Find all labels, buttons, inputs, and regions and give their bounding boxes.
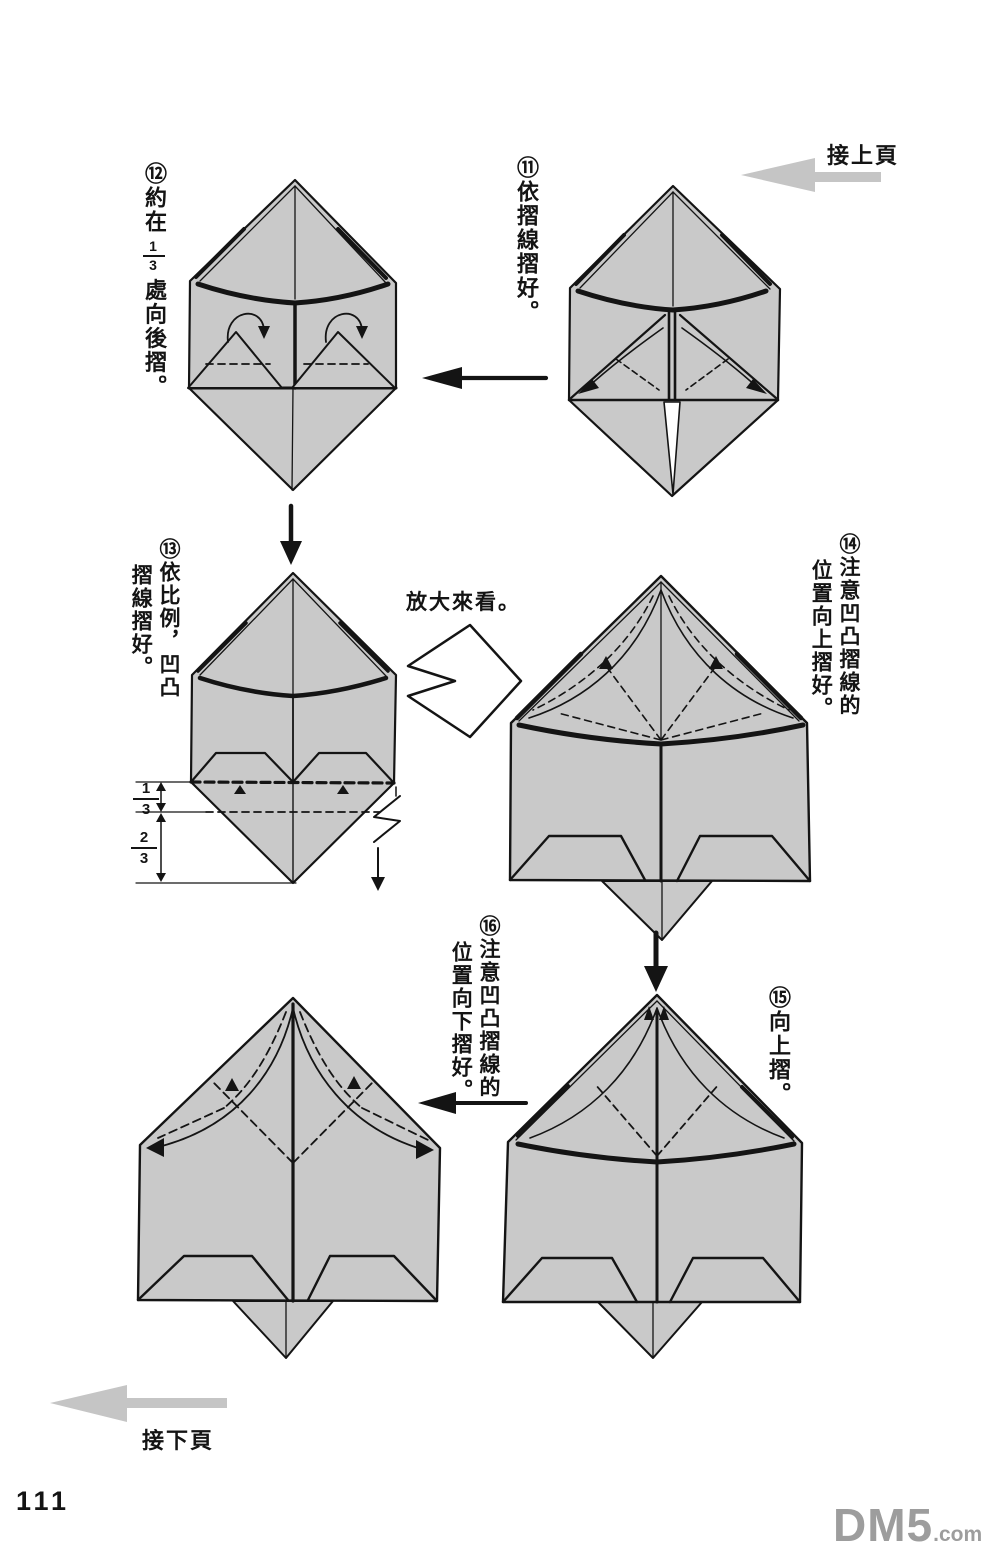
step-13-col1: ⑬依比例，凹凸: [157, 538, 180, 699]
prev-page-label: 接上頁: [827, 143, 900, 168]
arrow-left-bottom-icon: [418, 1092, 528, 1114]
step-13-label: ⑬依比例，凹凸 摺線摺好。: [120, 538, 182, 699]
arrow-down-mid-icon: [644, 930, 668, 992]
step-14-col1: ⑭注意凹凸摺線的: [837, 533, 860, 717]
next-page-label: 接下頁: [142, 1428, 215, 1453]
origami-diagram-step-16: [136, 996, 442, 1359]
dm5-watermark: DM5.com: [833, 1502, 982, 1548]
prev-page-arrow-icon: [741, 158, 881, 192]
step-16-col2: 位置向下摺好。: [449, 941, 473, 1102]
origami-diagram-step-12: [187, 178, 398, 492]
step-12-number: ⑫: [142, 162, 168, 186]
origami-diagram-step-14: [508, 574, 812, 941]
step-11-text: 依摺線摺好。: [514, 180, 540, 324]
step-12-text-pre: 約在: [142, 186, 168, 234]
origami-diagram-step-13: [135, 571, 401, 891]
step-16-col1: ⑯注意凹凸摺線的: [477, 915, 500, 1099]
page-number: 111: [16, 1486, 71, 1516]
step-13-col2: 摺線摺好。: [129, 564, 153, 679]
fold-over-arrow-right: [325, 312, 363, 343]
fold-arrow-curve-right: [681, 327, 758, 388]
step-15-label: ⑮向上摺。: [764, 986, 793, 1106]
arrow-left-top-icon: [422, 367, 549, 389]
step-16-label: ⑯注意凹凸摺線的 位置向下摺好。: [438, 915, 502, 1102]
fold-arrow-curve-left: [587, 327, 664, 388]
unfold-arrow-left: [161, 1007, 294, 1147]
origami-diagram-step-15: [501, 993, 804, 1359]
watermark-suffix: .com: [933, 1523, 983, 1546]
next-page-arrow-icon: [50, 1385, 227, 1422]
zoom-arrow-icon: [406, 623, 523, 739]
origami-diagram-step-11: [567, 184, 782, 498]
step-12-text-post: 處向後摺。: [142, 278, 168, 399]
arrow-down-top-icon: [280, 503, 302, 565]
watermark-main: DM5: [833, 1499, 934, 1551]
fold-over-arrow-left: [227, 312, 265, 343]
step-14-label: ⑭注意凹凸摺線的 位置向上摺好。: [798, 533, 862, 720]
step-15-text: ⑮向上摺。: [766, 986, 792, 1106]
zoom-note: 放大來看。: [406, 591, 521, 614]
unfold-arrow-right: [292, 1007, 419, 1149]
step-11-label: ⑪依摺線摺好。: [512, 156, 541, 324]
fraction-two-thirds: 2 3: [131, 829, 157, 868]
step-14-col2: 位置向上摺好。: [809, 559, 833, 720]
step-11-number: ⑪: [514, 156, 540, 180]
fraction-one-third: 1 3: [133, 780, 159, 819]
